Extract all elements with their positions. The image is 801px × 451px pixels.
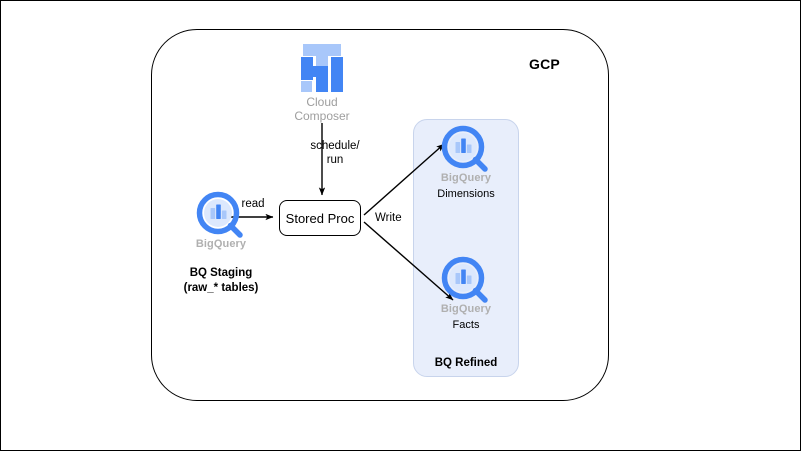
bigquery-icon (441, 125, 488, 172)
cloud-composer-label-line2: Composer (294, 109, 350, 123)
bq-staging-caption-line1: BQ Staging (189, 267, 253, 279)
bq-staging-product-label: BigQuery (195, 238, 247, 250)
bq-dimensions-sub-label: Dimensions (437, 188, 495, 200)
bq-dimensions-product-label: BigQuery (440, 172, 492, 184)
gcp-boundary (151, 29, 609, 401)
bigquery-icon (196, 191, 243, 238)
edge-label-schedule-run: schedule/ run (297, 139, 373, 167)
edge-label-read: read (241, 198, 265, 210)
bq-refined-caption: BQ Refined (434, 357, 498, 369)
cloud-composer-icon (301, 44, 343, 92)
node-cloud-composer[interactable]: Cloud Composer (271, 41, 373, 123)
bq-facts-sub-label: Facts (452, 319, 480, 331)
gcp-label: GCP (529, 56, 560, 72)
cloud-composer-label-line1: Cloud (306, 95, 338, 109)
bigquery-icon (441, 256, 488, 303)
bq-staging-caption-line2: (raw_* tables) (183, 282, 259, 294)
edge-label-write: Write (375, 212, 402, 224)
edge-label-schedule-line2: run (326, 154, 344, 166)
node-bq-staging[interactable]: BigQuery BQ Staging (raw_* tables) (161, 191, 281, 296)
node-bq-facts[interactable]: BigQuery Facts (419, 256, 513, 331)
node-bq-dimensions[interactable]: BigQuery Dimensions (419, 125, 513, 200)
stored-proc-box[interactable]: Stored Proc (279, 200, 361, 236)
bq-facts-product-label: BigQuery (440, 303, 492, 315)
edge-label-schedule-line1: schedule/ (310, 140, 360, 152)
stored-proc-label: Stored Proc (285, 210, 355, 226)
